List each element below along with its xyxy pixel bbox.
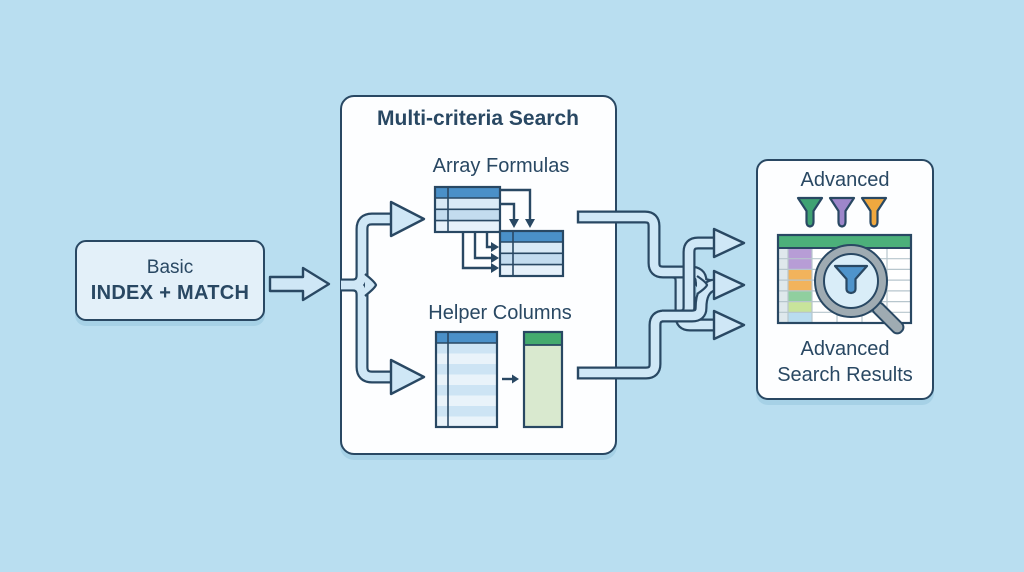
- advanced-header-label: Advanced: [800, 169, 890, 191]
- basic-label: Basic: [146, 256, 194, 278]
- array-formulas-label: Array Formulas: [432, 155, 570, 177]
- advanced-caption: Advanced Search Results: [777, 336, 913, 388]
- basic-index-match-box: Basic INDEX + MATCH: [75, 240, 265, 321]
- advanced-caption-line1: Advanced: [800, 338, 890, 360]
- multi-criteria-search-box: [340, 95, 617, 455]
- basic-to-multi-arrow: [268, 266, 331, 302]
- advanced-caption-line2: Search Results: [777, 364, 913, 386]
- multi-criteria-title: Multi-criteria Search: [377, 107, 579, 130]
- index-match-label: INDEX + MATCH: [90, 281, 250, 304]
- helper-columns-label: Helper Columns: [428, 302, 572, 324]
